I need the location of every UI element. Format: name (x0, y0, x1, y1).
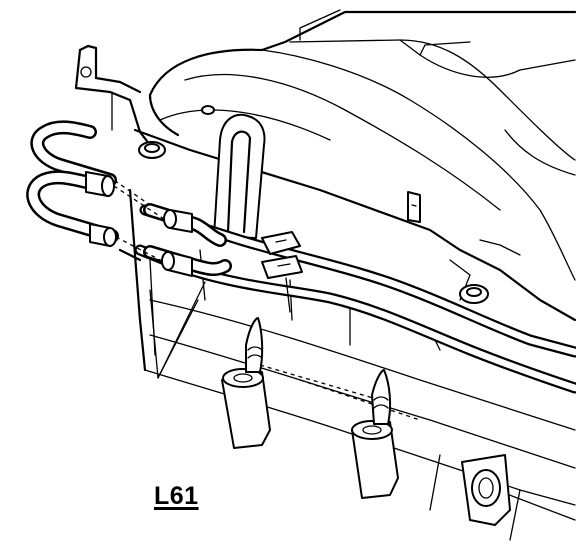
fitting-lower-left (89, 223, 117, 247)
fitting-upper-right (163, 209, 193, 233)
cooler-line-lower (134, 244, 576, 394)
figure-label: L61 (154, 482, 199, 510)
mounting-boss-2 (351, 369, 399, 499)
mounting-boss-1 (221, 317, 271, 449)
bolt-right (459, 284, 489, 304)
cooler-line-upper (139, 204, 576, 358)
loop-clamp (213, 113, 266, 239)
mounting-bracket-left (74, 44, 152, 147)
fitting-upper-left (85, 171, 115, 197)
bolt-upper-left (138, 141, 166, 159)
alignment-guides (107, 175, 165, 262)
hose-loop-upper (30, 120, 117, 187)
line-clip-right (407, 191, 421, 223)
upper-engine-cover (148, 9, 576, 301)
leader-lines (149, 281, 206, 379)
fitting-lower-right (161, 251, 193, 277)
retaining-clip (261, 231, 303, 313)
hose-front-upper (143, 203, 227, 247)
bolt-bracket-top (201, 105, 215, 115)
hose-loop-lower (26, 170, 119, 243)
mounting-boss-3 (461, 454, 511, 526)
